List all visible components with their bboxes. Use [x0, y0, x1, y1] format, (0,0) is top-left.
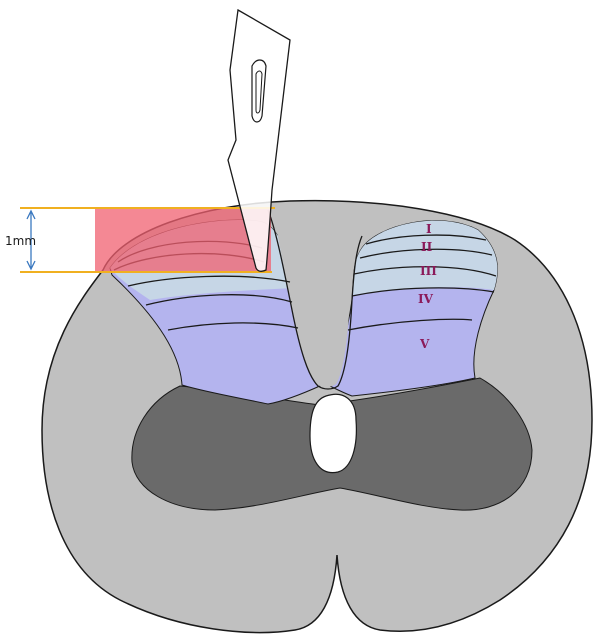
lamina-label-3: III — [420, 264, 437, 278]
scale-label: 1mm — [5, 234, 36, 248]
lamina-label-5: V — [419, 337, 430, 351]
lamina-label-4: IV — [418, 292, 434, 306]
central-canal — [310, 394, 356, 472]
lamina-label-2: II — [421, 240, 433, 254]
lamina-label-1: I — [426, 222, 432, 236]
